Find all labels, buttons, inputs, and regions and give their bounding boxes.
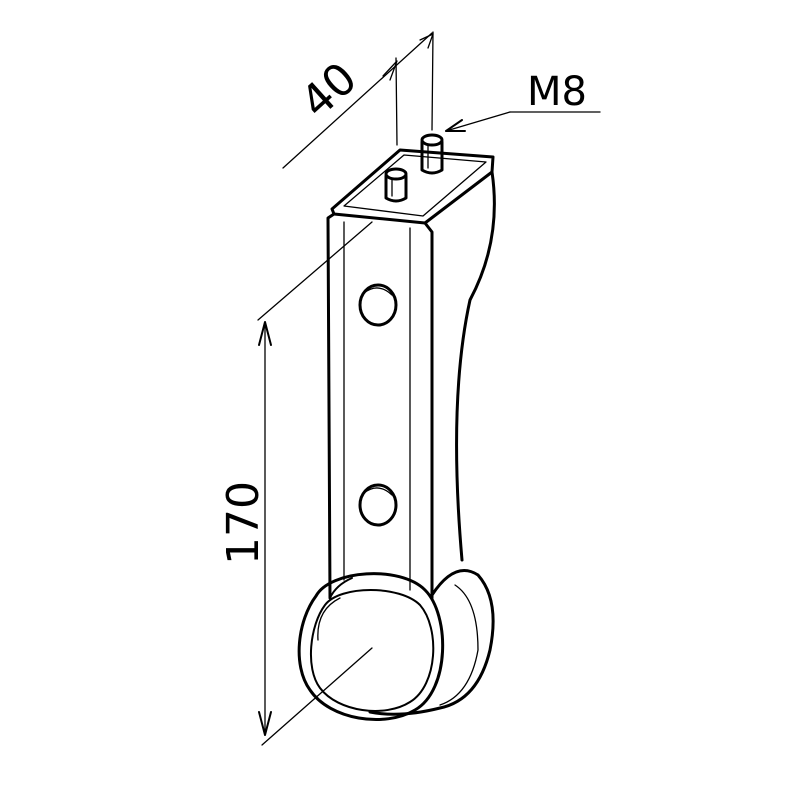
curved-back [455,170,496,562]
lower-hole [358,483,398,527]
wheel-rim [297,572,445,721]
threaded-pins [384,133,444,203]
width-dimension-label: 40 [291,53,367,128]
wheel [297,569,495,721]
leg-body [326,148,496,600]
dimension-height: 170 [218,221,373,746]
thread-callout: M8 [445,69,601,132]
thread-label: M8 [527,69,587,115]
wheel-housing [368,569,495,716]
left-face [326,212,336,600]
mounting-holes [358,283,398,527]
dimension-width: 40 [282,31,434,169]
height-dimension-label: 170 [218,481,269,565]
upper-hole [358,283,398,327]
wheel-face [309,589,435,712]
front-face [423,221,434,600]
